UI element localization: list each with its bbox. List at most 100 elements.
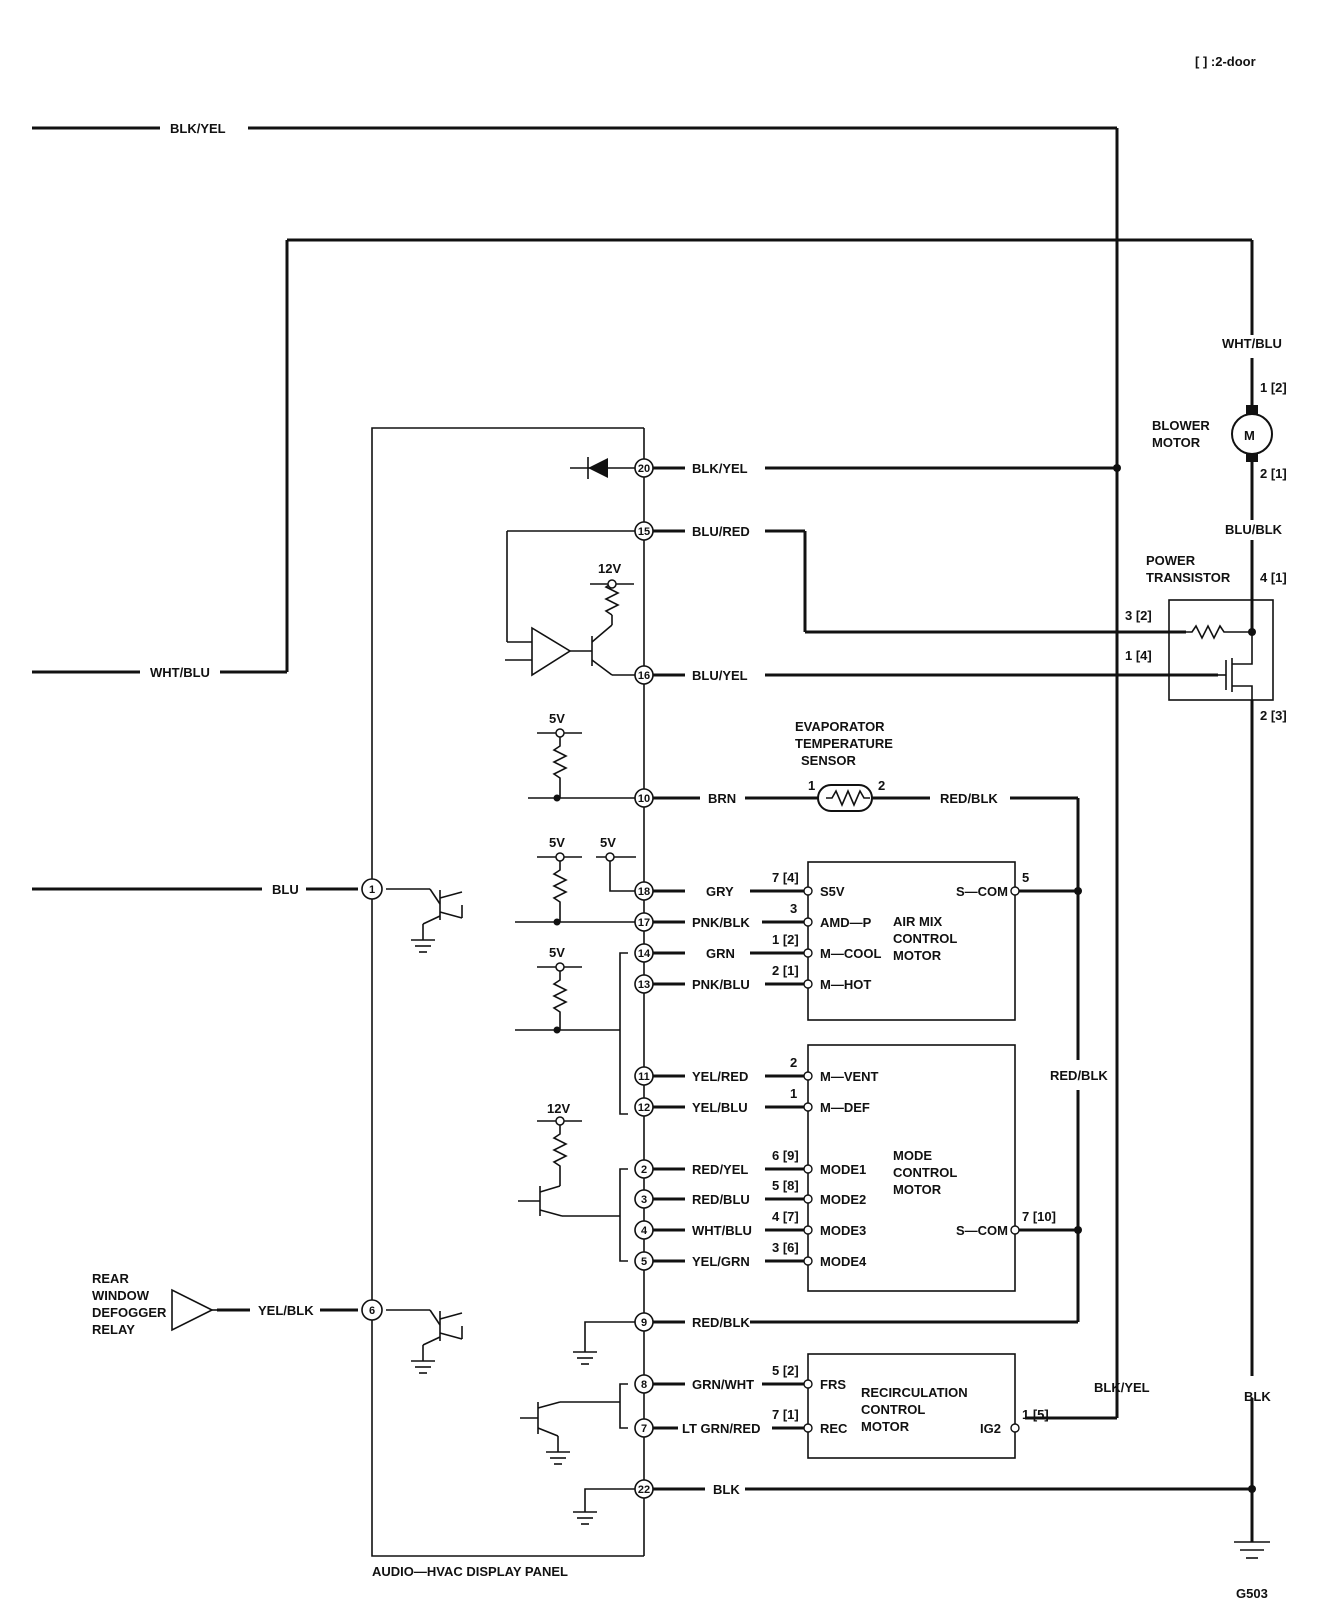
pin-12: 12 <box>634 1097 654 1117</box>
svg-text:MODE1: MODE1 <box>820 1162 866 1177</box>
svg-text:6 [9]: 6 [9] <box>772 1148 799 1163</box>
wire-gry: GRY <box>706 884 734 899</box>
power-transistor: POWER TRANSISTOR 4 [1] 3 [2] 1 [4] 2 [3] <box>1125 553 1287 723</box>
svg-text:SENSOR: SENSOR <box>801 753 857 768</box>
svg-text:S—COM: S—COM <box>956 1223 1008 1238</box>
svg-text:M—HOT: M—HOT <box>820 977 871 992</box>
wire-blu-red: BLU/RED <box>692 524 750 539</box>
rear-window-defogger-relay: REAR WINDOW DEFOGGER RELAY <box>92 1271 217 1337</box>
wire-yel-blu: YEL/BLU <box>692 1100 748 1115</box>
wire-wht-blu-4: WHT/BLU <box>692 1223 752 1238</box>
evap-pin-1: 1 <box>808 778 815 793</box>
svg-text:RECIRCULATION: RECIRCULATION <box>861 1385 968 1400</box>
svg-text:S—COM: S—COM <box>956 884 1008 899</box>
svg-text:MOTOR: MOTOR <box>893 948 942 963</box>
svg-text:18: 18 <box>638 886 650 898</box>
5v-pin18: 5V <box>600 835 616 850</box>
wire-wht-blu-right: WHT/BLU <box>1222 336 1282 351</box>
ground-g503: G503 <box>1234 1541 1270 1601</box>
air-mix-control-motor: AIR MIX CONTROL MOTOR S5V AMD—P M—COOL M… <box>772 861 1029 1021</box>
pt-pin-1: 1 [4] <box>1125 648 1152 663</box>
pin-17: 17 <box>634 912 654 932</box>
wire-red-blk-9: RED/BLK <box>692 1315 750 1330</box>
wire-brn: BRN <box>708 791 736 806</box>
svg-text:MODE4: MODE4 <box>820 1254 867 1269</box>
wire-ltgrn-red: LT GRN/RED <box>682 1421 760 1436</box>
pin-14: 14 <box>634 943 654 963</box>
wire-grn: GRN <box>706 946 735 961</box>
svg-text:AMD—P: AMD—P <box>820 915 872 930</box>
wire-blk-yel-top: BLK/YEL <box>170 121 226 136</box>
wire-red-blk-mid: RED/BLK <box>1050 1068 1108 1083</box>
svg-text:MODE: MODE <box>893 1148 932 1163</box>
wire-pnk-blu: PNK/BLU <box>692 977 750 992</box>
motor-symbol: M <box>1244 428 1255 443</box>
svg-text:14: 14 <box>638 948 651 960</box>
svg-text:IG2: IG2 <box>980 1421 1001 1436</box>
svg-text:WINDOW: WINDOW <box>92 1288 150 1303</box>
pin-22: 22 <box>634 1479 654 1499</box>
audio-hvac-display-panel: AUDIO—HVAC DISPLAY PANEL 12V 5V 5V <box>371 427 645 1579</box>
wire-yel-grn: YEL/GRN <box>692 1254 750 1269</box>
svg-text:RELAY: RELAY <box>92 1322 135 1337</box>
svg-text:3: 3 <box>790 901 797 916</box>
wire-blu-blk: BLU/BLK <box>1225 522 1283 537</box>
svg-text:MOTOR: MOTOR <box>1152 435 1201 450</box>
pin-15: 15 <box>634 521 654 541</box>
blower-motor: M BLOWER MOTOR 1 [2] 2 [1] <box>1152 380 1287 481</box>
panel-pins: 20 15 16 10 1 18 17 14 13 11 12 2 3 4 5 … <box>361 458 654 1499</box>
wires <box>32 126 1254 1542</box>
wire-wht-blu-left: WHT/BLU <box>150 665 210 680</box>
wire-red-blu: RED/BLU <box>692 1192 750 1207</box>
pin-18: 18 <box>634 881 654 901</box>
svg-text:2 [1]: 2 [1] <box>772 963 799 978</box>
svg-text:BLOWER: BLOWER <box>1152 418 1210 433</box>
svg-text:5 [2]: 5 [2] <box>772 1363 799 1378</box>
5v-pin13: 5V <box>549 945 565 960</box>
5v-pin10: 5V <box>549 711 565 726</box>
pin-9: 9 <box>634 1312 654 1332</box>
wire-red-yel: RED/YEL <box>692 1162 748 1177</box>
blower-pin-top: 1 [2] <box>1260 380 1287 395</box>
svg-text:1: 1 <box>790 1086 797 1101</box>
wire-labels: BLK/YEL WHT/BLU WHT/BLU BLU/BLK BLU YEL/… <box>150 121 1283 1497</box>
svg-text:AIR MIX: AIR MIX <box>893 914 942 929</box>
wire-blk-yel-recirc: BLK/YEL <box>1094 1380 1150 1395</box>
pin-7: 7 <box>634 1418 654 1438</box>
svg-text:MOTOR: MOTOR <box>861 1419 910 1434</box>
svg-text:3 [6]: 3 [6] <box>772 1240 799 1255</box>
pin-20: 20 <box>634 458 654 478</box>
svg-text:11: 11 <box>638 1071 650 1083</box>
pin-11: 11 <box>634 1066 654 1086</box>
svg-text:CONTROL: CONTROL <box>861 1402 925 1417</box>
evaporator-temperature-sensor: EVAPORATOR TEMPERATURE SENSOR 1 2 <box>795 719 893 812</box>
g503-label: G503 <box>1236 1586 1268 1601</box>
svg-text:POWER: POWER <box>1146 553 1196 568</box>
svg-text:22: 22 <box>638 1484 650 1496</box>
pin-13: 13 <box>634 974 654 994</box>
wire-blu-yel: BLU/YEL <box>692 668 748 683</box>
pin-10: 10 <box>634 788 654 808</box>
svg-text:1 [5]: 1 [5] <box>1022 1407 1049 1422</box>
svg-text:6: 6 <box>369 1305 375 1317</box>
pt-pin-4: 4 [1] <box>1260 570 1287 585</box>
5v-pin17: 5V <box>549 835 565 850</box>
terminal-circles <box>803 886 1020 1433</box>
svg-text:4: 4 <box>641 1225 648 1237</box>
panel-label: AUDIO—HVAC DISPLAY PANEL <box>372 1564 568 1579</box>
svg-text:7 [1]: 7 [1] <box>772 1407 799 1422</box>
12v-mode: 12V <box>547 1101 570 1116</box>
svg-text:7 [10]: 7 [10] <box>1022 1209 1056 1224</box>
wire-red-blk-evap: RED/BLK <box>940 791 998 806</box>
mode-control-motor: MODE CONTROL MOTOR M—VENT M—DEF MODE1 MO… <box>772 1044 1056 1292</box>
svg-text:8: 8 <box>641 1379 647 1391</box>
svg-text:CONTROL: CONTROL <box>893 1165 957 1180</box>
wire-yel-red: YEL/RED <box>692 1069 748 1084</box>
svg-text:12: 12 <box>638 1102 650 1114</box>
svg-text:4 [7]: 4 [7] <box>772 1209 799 1224</box>
svg-text:MODE3: MODE3 <box>820 1223 866 1238</box>
blower-pin-bottom: 2 [1] <box>1260 466 1287 481</box>
svg-text:3: 3 <box>641 1194 647 1206</box>
svg-text:15: 15 <box>638 526 650 538</box>
svg-text:TRANSISTOR: TRANSISTOR <box>1146 570 1231 585</box>
